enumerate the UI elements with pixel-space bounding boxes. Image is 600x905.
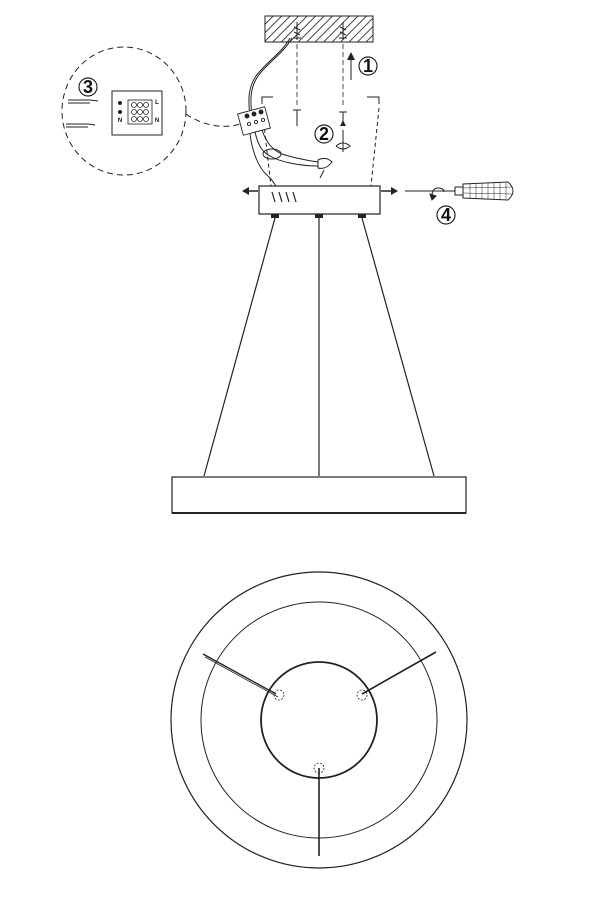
step-2-marker: 2 [314,124,334,144]
terminal-block-icon [237,106,271,136]
terminal-label-live: L [155,100,159,106]
ceiling-screw-right [339,22,347,40]
wiring-detail-callout: 3 N L N [61,46,241,176]
step-4-label: 4 [441,205,451,225]
step-1-marker: 1 [358,56,378,76]
step-4-marker: 4 [436,205,456,225]
terminal-label-neutral-right: N [155,118,159,124]
canopy [258,185,381,218]
mains-cable [248,37,293,117]
lamp-ring-top-view [170,571,468,869]
step-3-label: 3 [83,77,93,97]
arrow-up-icon [347,52,355,80]
guide-lines [296,44,344,108]
wire-connector-icon [317,157,333,179]
step-1-label: 1 [363,56,373,76]
rotate-arrow-icon [335,120,351,152]
ceiling-screw-left [293,22,301,40]
canopy-side-screw-left [242,187,258,195]
terminal-label-neutral: N [118,118,122,124]
suspension-cables [203,217,435,477]
terminal-block-detail: N L N [111,90,163,136]
screw-icon [293,109,301,126]
screwdriver-icon [405,181,514,201]
mounting-bracket [261,96,380,187]
ceiling [264,15,374,43]
lamp-ring-side-view [171,476,467,514]
step-2-label: 2 [319,124,329,144]
lamp-wires [249,129,319,189]
step-3-marker: 3 [78,77,98,97]
canopy-side-screw-right [381,187,398,195]
